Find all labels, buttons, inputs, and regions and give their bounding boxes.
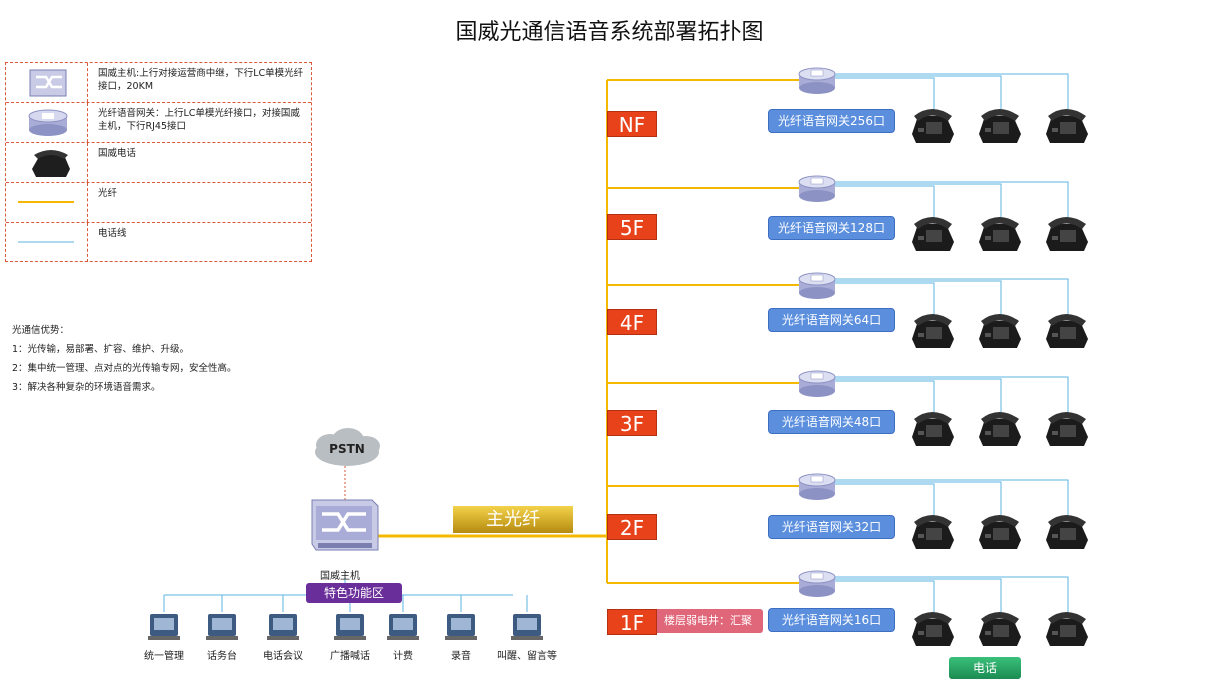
console-icon bbox=[206, 614, 238, 640]
gateway-label: 光纤语音网关64口 bbox=[768, 308, 895, 332]
fiber-gateway-icon bbox=[798, 370, 836, 398]
fiber-gateway-icon bbox=[798, 570, 836, 598]
telephone-icon bbox=[1046, 217, 1088, 251]
advantage-item: 2：集中统一管理、点对点的光传输专网，安全性高。 bbox=[12, 363, 237, 374]
gateway-label: 光纤语音网关256口 bbox=[768, 109, 895, 133]
floor-label: 3F bbox=[607, 410, 657, 436]
advantage-item: 3：解决各种复杂的环境语音需求。 bbox=[12, 382, 161, 393]
fiber-gateway-icon bbox=[798, 175, 836, 203]
telephone-icon bbox=[979, 612, 1021, 646]
fiber-gateway-icon bbox=[798, 272, 836, 300]
floor-label: 4F bbox=[607, 309, 657, 335]
fiber-line-icon bbox=[6, 183, 88, 222]
phone-line-icon bbox=[6, 223, 88, 262]
legend-text: 国威电话 bbox=[98, 148, 137, 159]
legend-row: 电话线 bbox=[6, 223, 311, 263]
legend-row: 国威电话 bbox=[6, 143, 311, 183]
floor-label: 5F bbox=[607, 214, 657, 240]
pstn-cloud-icon bbox=[315, 428, 380, 466]
gateway-label: 光纤语音网关16口 bbox=[768, 608, 895, 632]
floor-label: 1F bbox=[607, 609, 657, 635]
legend-text: 国威主机:上行对接运营商中继，下行LC单模光纤接口，20KM bbox=[98, 68, 304, 92]
fiber-gateway-icon bbox=[798, 67, 836, 95]
telephone-icon bbox=[6, 143, 88, 182]
feature-label: 叫醒、留言等 bbox=[497, 651, 557, 662]
main-host-icon bbox=[311, 499, 379, 551]
fiber-gateway-icon bbox=[798, 473, 836, 501]
wakeup-icon bbox=[511, 614, 543, 640]
feature-label: 统一管理 bbox=[144, 651, 184, 662]
main-host-icon bbox=[6, 63, 88, 102]
feature-label: 计费 bbox=[393, 651, 413, 662]
main-fiber-label: 主光纤 bbox=[453, 506, 573, 533]
telephone-icon bbox=[912, 109, 954, 143]
gateway-label: 光纤语音网关128口 bbox=[768, 216, 895, 240]
legend-text: 电话线 bbox=[98, 228, 127, 239]
telephone-icon bbox=[912, 515, 954, 549]
telephone-icon bbox=[1046, 412, 1088, 446]
legend-row: 国威主机:上行对接运营商中继，下行LC单模光纤接口，20KM bbox=[6, 63, 311, 103]
main-host-label: 国威主机 bbox=[320, 571, 360, 582]
shaft-label: 楼层弱电井：汇聚 bbox=[653, 609, 763, 633]
page-title: 国威光通信语音系统部署拓扑图 bbox=[455, 20, 764, 45]
advantage-item: 1：光传输，易部署、扩容、维护、升级。 bbox=[12, 344, 190, 355]
feature-label: 电话会议 bbox=[263, 651, 303, 662]
telephone-icon bbox=[1046, 515, 1088, 549]
telephone-icon bbox=[979, 314, 1021, 348]
recording-icon bbox=[445, 614, 477, 640]
floor-label: 2F bbox=[607, 514, 657, 540]
floor-label: NF bbox=[607, 111, 657, 137]
telephone-icon bbox=[979, 412, 1021, 446]
phone-label: 电话 bbox=[949, 657, 1021, 679]
telephone-icon bbox=[912, 314, 954, 348]
legend-row: 光纤语音网关：上行LC单模光纤接口，对接国威主机，下行RJ45接口 bbox=[6, 103, 311, 143]
legend-table: 国威主机:上行对接运营商中继，下行LC单模光纤接口，20KM 光纤语音网关：上行… bbox=[5, 62, 312, 262]
telephone-icon bbox=[1046, 314, 1088, 348]
broadcast-icon bbox=[334, 614, 366, 640]
telephone-icon bbox=[1046, 109, 1088, 143]
legend-text: 光纤语音网关：上行LC单模光纤接口，对接国威主机，下行RJ45接口 bbox=[98, 108, 300, 132]
feature-label: 广播喊话 bbox=[330, 651, 370, 662]
telephone-icon bbox=[979, 515, 1021, 549]
telephone-icon bbox=[1046, 612, 1088, 646]
legend-text: 光纤 bbox=[98, 188, 118, 199]
telephone-icon bbox=[912, 412, 954, 446]
telephone-icon bbox=[979, 109, 1021, 143]
telephone-icon bbox=[912, 217, 954, 251]
legend-row: 光纤 bbox=[6, 183, 311, 223]
feature-zone-label: 特色功能区 bbox=[306, 583, 402, 603]
telephone-icon bbox=[912, 612, 954, 646]
feature-label: 录音 bbox=[451, 651, 471, 662]
advantages-heading: 光通信优势： bbox=[12, 325, 70, 336]
gateway-label: 光纤语音网关48口 bbox=[768, 410, 895, 434]
feature-label: 话务台 bbox=[207, 651, 237, 662]
pstn-label: PSTN bbox=[329, 442, 365, 456]
conference-icon bbox=[267, 614, 299, 640]
management-icon bbox=[148, 614, 180, 640]
gateway-label: 光纤语音网关32口 bbox=[768, 515, 895, 539]
billing-icon bbox=[387, 614, 419, 640]
telephone-icon bbox=[979, 217, 1021, 251]
fiber-gateway-icon bbox=[6, 103, 88, 142]
